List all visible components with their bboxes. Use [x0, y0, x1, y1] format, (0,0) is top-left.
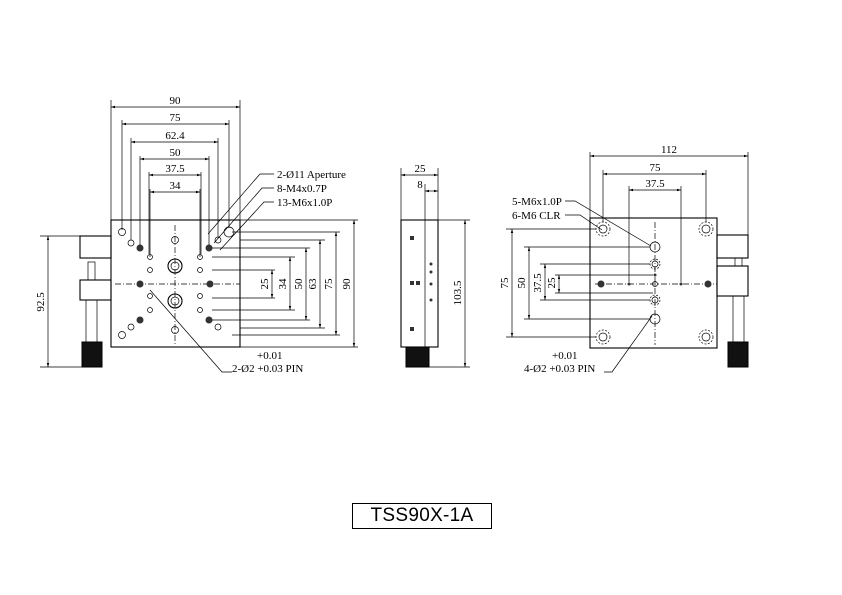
pin-tolerance: +0.01 [257, 350, 282, 362]
dim-75-bottom-v: 75 [499, 277, 511, 289]
aperture-hole [167, 293, 183, 309]
micrometer-stem [734, 257, 743, 267]
bottom-view: 112 75 37.5 75 50 37.5 25 5-M6x1.0P 6-M6… [499, 144, 749, 375]
dim-92-5: 92.5 [35, 292, 47, 312]
callout-aperture: 2-Ø11 Aperture [277, 169, 346, 181]
dim-50-bottom-v: 50 [516, 277, 528, 289]
dim-50: 50 [170, 147, 182, 159]
top-view: 90 75 62.4 50 37.5 34 25 34 50 63 75 90 … [35, 95, 358, 375]
model-title-box: TSS90X-1A [352, 503, 492, 529]
dim-34: 34 [170, 180, 182, 192]
micrometer-block [79, 235, 112, 259]
callout-m6-clr: 6-M6 CLR [512, 210, 561, 222]
micrometer-body [79, 279, 112, 301]
dim-75-v: 75 [323, 278, 335, 290]
dim-25-bottom-v: 25 [546, 277, 558, 289]
callout-m6-bottom: 5-M6x1.0P [512, 196, 562, 208]
dim-75-bottom: 75 [650, 162, 662, 174]
side-holes [410, 236, 433, 331]
micrometer-stem [87, 261, 96, 281]
dim-37-5: 37.5 [165, 163, 185, 175]
bottom-holes [595, 221, 714, 345]
side-view: 25 8 103.5 [400, 163, 470, 368]
dim-75: 75 [170, 112, 182, 124]
dim-62-4: 62.4 [165, 130, 185, 142]
pin-label-bottom: 4-Ø2 +0.03 PIN [524, 363, 595, 375]
micrometer-body [716, 265, 749, 297]
callout-m6: 13-M6x1.0P [277, 197, 332, 209]
aperture-hole [167, 258, 183, 274]
dim-112: 112 [661, 144, 677, 156]
micrometer-knob [727, 341, 749, 368]
dim-37-5-bottom: 37.5 [645, 178, 665, 190]
dim-63: 63 [307, 278, 319, 290]
callout-m4: 8-M4x0.7P [277, 183, 327, 195]
dim-37-5-bottom-v: 37.5 [532, 273, 544, 293]
aperture-hole [170, 296, 180, 306]
dim-34-v: 34 [277, 278, 289, 290]
micrometer-knob [81, 341, 103, 368]
side-view-knob [405, 346, 430, 368]
pin-tolerance-bottom: +0.01 [552, 350, 577, 362]
dim-90-v: 90 [341, 278, 353, 290]
micrometer-block [716, 234, 749, 259]
model-title: TSS90X-1A [370, 505, 474, 526]
aperture-hole [170, 261, 180, 271]
dim-50-v: 50 [293, 278, 305, 290]
micrometer-barrel [732, 295, 745, 343]
dim-90: 90 [170, 95, 182, 107]
dim-103-5: 103.5 [452, 280, 464, 305]
mounting-holes [118, 226, 235, 339]
bottom-view-plate [589, 217, 718, 349]
dim-25: 25 [259, 278, 271, 290]
dim-8-side: 8 [417, 179, 423, 191]
pin-label: 2-Ø2 +0.03 PIN [232, 363, 303, 375]
micrometer-barrel [85, 299, 98, 343]
dim-25-side: 25 [415, 163, 427, 175]
